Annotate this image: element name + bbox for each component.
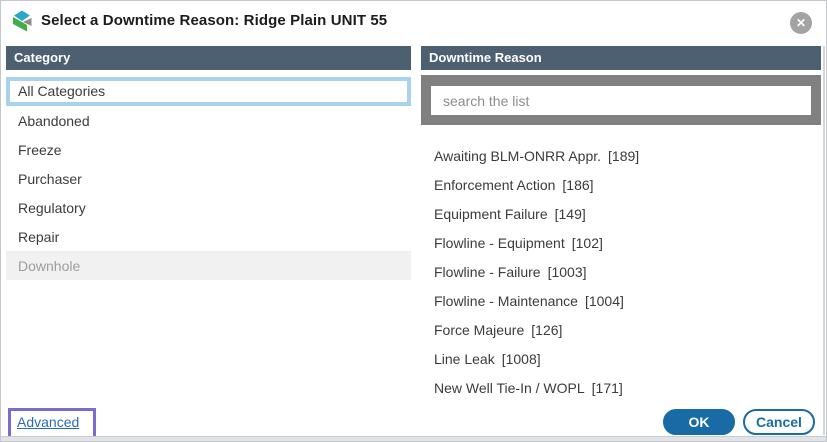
category-panel-header: Category	[6, 46, 411, 70]
category-item-label: Downhole	[18, 257, 81, 274]
reason-item-label: Line Leak	[434, 350, 495, 367]
ok-button[interactable]: OK	[663, 409, 735, 435]
dialog-bottom-strip	[1, 436, 826, 441]
close-button[interactable]: ✕	[790, 12, 812, 34]
search-band	[421, 75, 821, 125]
reason-panel-header: Downtime Reason	[421, 46, 821, 70]
cancel-button[interactable]: Cancel	[743, 409, 815, 435]
advanced-focus-box: Advanced	[8, 408, 97, 439]
reason-item-count: [1003]	[547, 263, 587, 280]
category-item-label: Repair	[18, 228, 60, 245]
reason-item-count: [189]	[608, 147, 640, 164]
reason-item-count: [171]	[591, 379, 623, 396]
reason-item-force-majeure[interactable]: Force Majeure [126]	[421, 315, 816, 344]
reason-item-flowline-equipment[interactable]: Flowline - Equipment [102]	[421, 228, 816, 257]
reason-item-enforcement-action[interactable]: Enforcement Action [186]	[421, 170, 816, 199]
reason-item-count: [186]	[562, 176, 594, 193]
reason-item-label: Flowline - Maintenance	[434, 292, 578, 309]
category-item-all-categories[interactable]: All Categories	[6, 77, 411, 106]
category-item-purchaser[interactable]: Purchaser	[6, 164, 411, 193]
category-item-label: Purchaser	[18, 170, 82, 187]
reason-item-count: [1004]	[584, 292, 624, 309]
category-item-label: Regulatory	[18, 199, 86, 216]
category-item-regulatory[interactable]: Regulatory	[6, 193, 411, 222]
scrollbar-track[interactable]	[823, 46, 825, 435]
reason-list: Awaiting BLM-ONRR Appr. [189] Enforcement …	[421, 141, 816, 402]
reason-item-equipment-failure[interactable]: Equipment Failure [149]	[421, 199, 816, 228]
reason-item-label: Awaiting BLM-ONRR Appr.	[434, 147, 602, 164]
app-logo-icon	[13, 10, 32, 32]
reason-item-count: [149]	[554, 205, 586, 222]
search-input[interactable]	[431, 86, 811, 115]
category-item-label: All Categories	[10, 81, 407, 102]
category-item-repair[interactable]: Repair	[6, 222, 411, 251]
reason-item-flowline-maintenance[interactable]: Flowline - Maintenance [1004]	[421, 286, 816, 315]
category-item-label: Abandoned	[18, 112, 90, 129]
reason-item-count: [1008]	[501, 350, 541, 367]
reason-item-count: [102]	[571, 234, 603, 251]
category-item-label: Freeze	[18, 141, 62, 158]
reason-item-label: Flowline - Failure	[434, 263, 541, 280]
reason-item-label: Flowline - Equipment	[434, 234, 565, 251]
advanced-link[interactable]: Advanced	[17, 414, 80, 430]
category-item-freeze[interactable]: Freeze	[6, 135, 411, 164]
reason-item-flowline-failure[interactable]: Flowline - Failure [1003]	[421, 257, 816, 286]
category-item-downhole[interactable]: Downhole	[6, 251, 411, 280]
close-icon: ✕	[795, 16, 807, 30]
dialog-titlebar: Select a Downtime Reason: Ridge Plain UN…	[1, 1, 826, 45]
reason-item-awaiting-blm-onrr-appr[interactable]: Awaiting BLM-ONRR Appr. [189]	[421, 141, 816, 170]
category-item-abandoned[interactable]: Abandoned	[6, 106, 411, 135]
dialog-title: Select a Downtime Reason: Ridge Plain UN…	[41, 12, 388, 29]
reason-item-new-well-tie-in-wopl[interactable]: New Well Tie-In / WOPL [171]	[421, 373, 816, 402]
reason-item-label: Equipment Failure	[434, 205, 548, 222]
reason-item-label: Enforcement Action	[434, 176, 556, 193]
reason-item-line-leak[interactable]: Line Leak [1008]	[421, 344, 816, 373]
reason-item-label: Force Majeure	[434, 321, 525, 338]
reason-item-count: [126]	[531, 321, 563, 338]
reason-item-label: New Well Tie-In / WOPL	[434, 379, 585, 396]
